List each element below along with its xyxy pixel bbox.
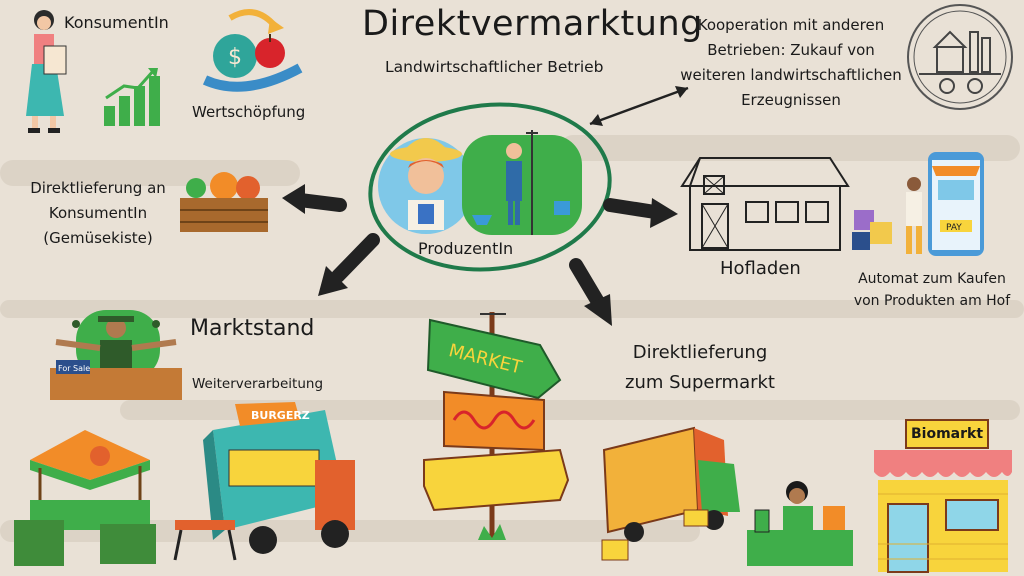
automat-line-1: Automat zum Kaufen bbox=[858, 271, 1006, 287]
cashier-icon bbox=[747, 481, 853, 566]
direktlieferung-konsument-line-1: Direktlieferung an bbox=[30, 179, 166, 197]
label-direktlieferung-supermarkt: Direktlieferung zum Supermarkt bbox=[600, 338, 800, 398]
kooperation-line-2: Betrieben: Zukauf von bbox=[707, 41, 875, 59]
kooperation-line-1: Kooperation mit anderen bbox=[697, 16, 885, 34]
farm-badge-icon bbox=[907, 4, 1013, 110]
label-direktlieferung-konsument: Direktlieferung an KonsumentIn (Gemüseki… bbox=[8, 176, 188, 251]
pay-text: PAY bbox=[946, 223, 962, 233]
growth-chart-icon bbox=[104, 68, 160, 126]
direktlieferung-konsument-line-2: KonsumentIn bbox=[48, 204, 148, 222]
biomarkt-sign: Biomarkt bbox=[905, 419, 989, 449]
market-stall-icon bbox=[14, 430, 156, 566]
kooperation-line-3: weiteren landwirtschaftlichen bbox=[680, 66, 902, 84]
biomarkt-store-icon bbox=[874, 450, 1012, 573]
label-hofladen: Hofladen bbox=[720, 258, 801, 279]
page-subtitle: Landwirtschaftlicher Betrieb bbox=[385, 58, 604, 76]
label-konsument: KonsumentIn bbox=[64, 13, 169, 32]
svg-text:$: $ bbox=[228, 45, 242, 70]
direktlieferung-supermarkt-line-2: zum Supermarkt bbox=[625, 372, 775, 393]
label-marktstand: Marktstand bbox=[190, 316, 315, 341]
label-kooperation: Kooperation mit anderen Betrieben: Zukau… bbox=[680, 13, 902, 113]
for-sale-text: For Sale bbox=[58, 364, 90, 373]
consumer-woman-icon bbox=[26, 10, 67, 133]
burger-sign-text: BURGERZ bbox=[251, 409, 310, 422]
producer-farmer-woman-icon bbox=[462, 130, 582, 235]
label-wertschoepfung: Wertschöpfung bbox=[192, 103, 306, 121]
direktlieferung-supermarkt-line-1: Direktlieferung bbox=[632, 342, 768, 363]
vending-phone-icon: PAY bbox=[852, 152, 984, 256]
direktlieferung-konsument-line-3: (Gemüsekiste) bbox=[43, 229, 153, 247]
market-vendor-icon: For Sale bbox=[50, 310, 182, 400]
barn-icon bbox=[680, 157, 850, 251]
label-weiterverarbeitung: Weiterverarbeitung bbox=[192, 376, 324, 392]
vegetable-box-icon bbox=[180, 172, 268, 232]
producer-farmer-icon bbox=[378, 138, 474, 234]
page-title: Direktvermarktung bbox=[362, 4, 703, 44]
delivery-truck-icon bbox=[601, 426, 740, 561]
automat-line-2: von Produkten am Hof bbox=[853, 293, 1011, 309]
kooperation-line-4: Erzeugnissen bbox=[741, 91, 841, 109]
money-apple-icon: $ bbox=[202, 9, 303, 92]
label-automat: Automat zum Kaufen von Produkten am Hof bbox=[840, 268, 1024, 312]
market-signpost-icon: MARKET bbox=[423, 312, 570, 540]
label-produzent: ProduzentIn bbox=[418, 239, 514, 258]
food-truck-icon: BURGERZ bbox=[173, 402, 355, 561]
